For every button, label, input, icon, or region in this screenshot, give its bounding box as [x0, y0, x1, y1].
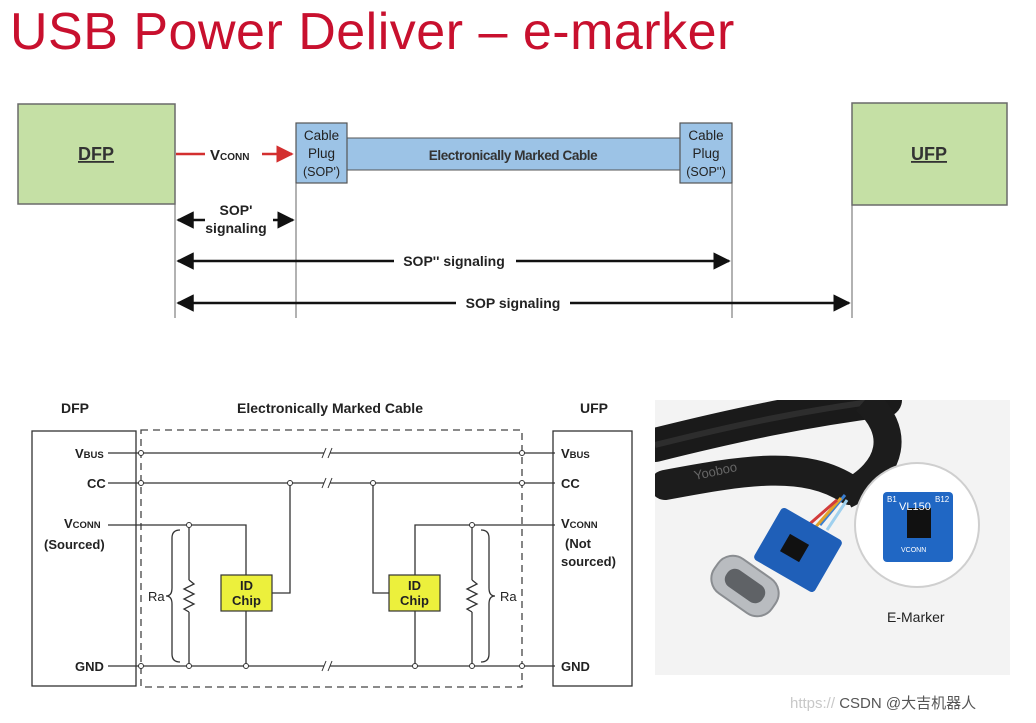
schematic-dfp-header: DFP: [61, 400, 89, 416]
pin-b1: B1: [887, 495, 897, 504]
dfp-gnd-label: GND: [75, 659, 104, 674]
plug-left: [295, 122, 348, 184]
dfp-box: [17, 103, 176, 205]
dfp-sourced-label: (Sourced): [44, 537, 105, 552]
plug-left-line3: (SOP'): [303, 165, 340, 179]
ufp-gnd-label: GND: [561, 659, 590, 674]
ufp-cc-label: CC: [561, 476, 580, 491]
schematic-ufp-header: UFP: [580, 400, 608, 416]
id-chip-right: [388, 574, 441, 612]
pin-b12: B12: [935, 495, 950, 504]
page-title: USB Power Deliver – e-marker: [10, 3, 735, 61]
sop1-line2: signaling: [205, 220, 266, 236]
ufp-sourced-label: sourced): [561, 554, 616, 569]
chip-label: VL150: [899, 501, 931, 513]
plug-right-line2: Plug: [692, 146, 719, 161]
ufp-not-label: (Not: [565, 536, 592, 551]
dfp-vconn-label: VCONN: [64, 516, 101, 531]
emarker-schematic: DFP Electronically Marked Cable UFP VBUS…: [31, 400, 633, 688]
plug-left-line1: Cable: [304, 128, 339, 143]
vconn-label: VCONN: [210, 147, 249, 164]
plug-left-line2: Plug: [308, 146, 335, 161]
schematic-cable-box: [140, 429, 523, 688]
watermark: https:// CSDN @大吉机器人: [790, 692, 976, 713]
ra-right-label: Ra: [500, 589, 517, 604]
cable-label: Electronically Marked Cable: [429, 148, 598, 163]
schematic-dfp-box: [31, 430, 137, 687]
sop3-label: SOP signaling: [466, 295, 561, 311]
watermark-text: CSDN @大吉机器人: [839, 695, 977, 712]
ra-left-label: Ra: [148, 589, 165, 604]
cable-illustration: Yooboo VL150 B1 B12 VCONN E-Marker: [638, 383, 980, 625]
schematic-ufp-box: [552, 430, 633, 687]
ufp-label: UFP: [911, 144, 947, 164]
pin-vconn: VCONN: [901, 547, 926, 554]
id-chip-left-line1: ID: [240, 578, 253, 593]
id-chip-left: [220, 574, 273, 612]
watermark-url: https://: [790, 695, 836, 712]
sop-diagram: DFP UFP VCONN Electronically Marked Cabl…: [17, 102, 1008, 318]
id-chip-right-line2: Chip: [400, 593, 429, 608]
dfp-vbus-label: VBUS: [75, 446, 104, 461]
plug-right-line3: (SOP''): [686, 165, 726, 179]
schematic-cable-header: Electronically Marked Cable: [237, 400, 423, 416]
plug-right: [679, 122, 733, 184]
sop1-line1: SOP': [220, 202, 253, 218]
ufp-box: [851, 102, 1008, 206]
id-chip-left-line2: Chip: [232, 593, 261, 608]
sop2-label: SOP'' signaling: [403, 253, 505, 269]
ufp-vbus-label: VBUS: [561, 446, 590, 461]
id-chip-right-line1: ID: [408, 578, 421, 593]
emarker-photo: Yooboo VL150 B1 B12 VCONN E-Marker: [638, 383, 1010, 675]
emarker-caption: E-Marker: [887, 609, 945, 625]
plug-right-line1: Cable: [688, 128, 723, 143]
ufp-vconn-label: VCONN: [561, 516, 598, 531]
dfp-label: DFP: [78, 144, 114, 164]
dfp-cc-label: CC: [87, 476, 106, 491]
